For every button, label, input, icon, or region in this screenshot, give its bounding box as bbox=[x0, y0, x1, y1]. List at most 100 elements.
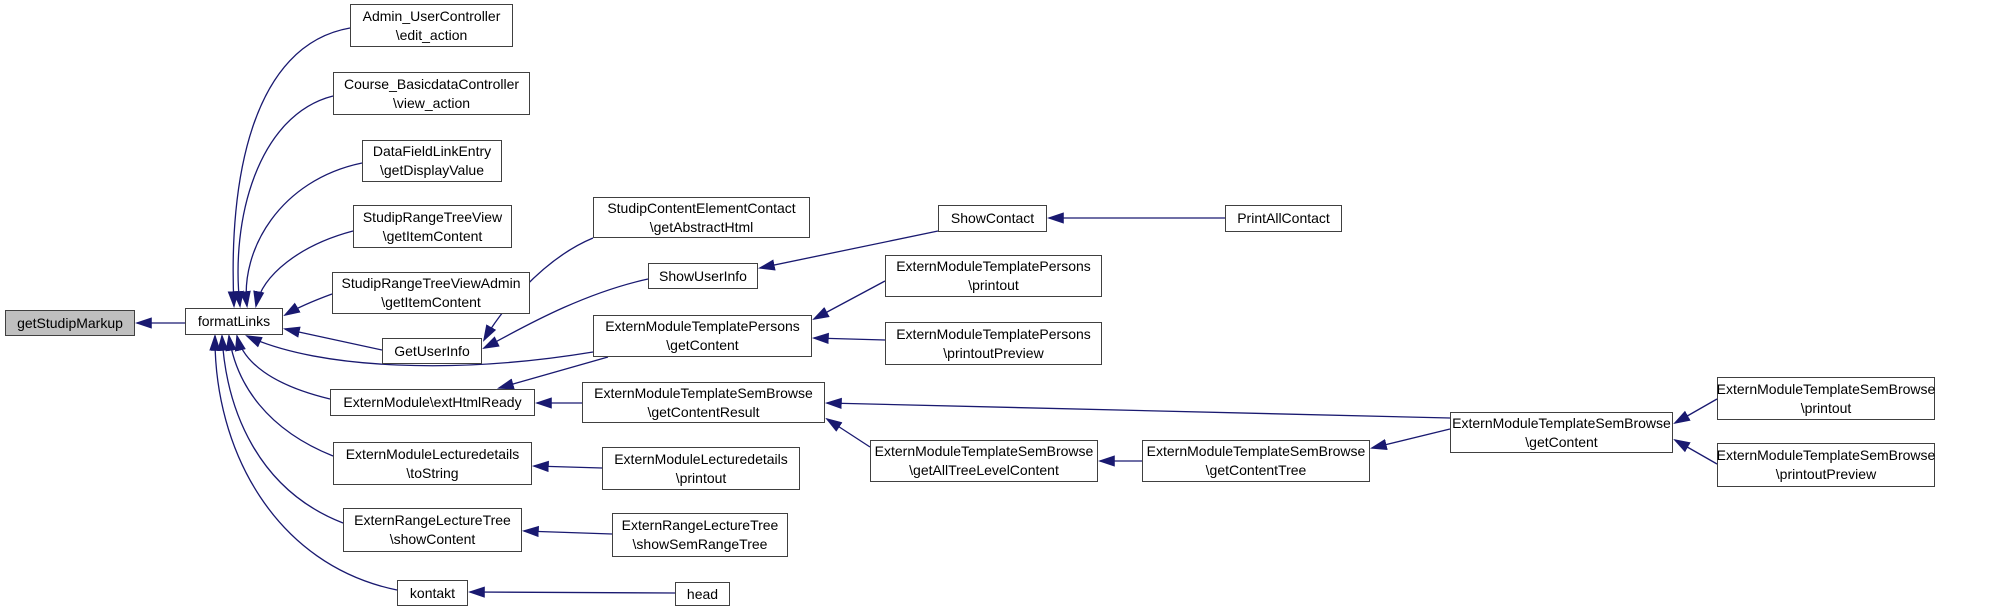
graph-node-rangetree-getitemcontent[interactable]: StudipRangeTreeView \getItemContent bbox=[353, 205, 512, 248]
graph-node-course-view[interactable]: Course_BasicdataController \view_action bbox=[333, 72, 530, 115]
edge-lecture-tostring-to-formatLinks bbox=[225, 333, 334, 457]
node-label-line: ExternModuleTemplateSemBrowse bbox=[874, 443, 1094, 459]
graph-node-lecture-printout[interactable]: ExternModuleLecturedetails\printout bbox=[602, 447, 800, 490]
node-label-line: PrintAllContact bbox=[1237, 210, 1330, 226]
edge-datafield-getdisplayvalue-to-formatLinks bbox=[239, 162, 363, 309]
edge-rangelecturetree-showsemrangetree-to-rangelecturetree-showcontent bbox=[521, 525, 613, 538]
graph-node-sembrowse-getcontenttree[interactable]: ExternModuleTemplateSemBrowse \getContent… bbox=[1142, 440, 1370, 482]
graph-node-contactelement-getabstracthtml[interactable]: StudipContentElementContact \getAbstractH… bbox=[593, 197, 810, 238]
graph-node-sembrowse-getcontent[interactable]: ExternModuleTemplateSemBrowse \getContent bbox=[1450, 412, 1673, 453]
graph-node-persons-getcontent[interactable]: ExternModuleTemplatePersons \getContent bbox=[593, 315, 812, 357]
node-label-line: \getContent bbox=[666, 337, 739, 353]
graph-node-getuserinfo[interactable]: GetUserInfo bbox=[382, 338, 482, 364]
node-label-line: \printout bbox=[968, 277, 1019, 293]
edge-showcontact-to-showuserinfo bbox=[757, 230, 939, 271]
node-label-line: GetUserInfo bbox=[394, 342, 470, 359]
node-label-line: \view_action bbox=[392, 94, 471, 111]
node-label-line: ExternModuleLecturedetails bbox=[614, 450, 788, 467]
edge-sembrowse-getalltreelevelcontent-to-sembrowse-getcontentresult bbox=[825, 417, 871, 448]
node-label-line: ExternModuleTemplateSemBrowse bbox=[1146, 443, 1366, 459]
node-label-line: \printoutPreview bbox=[1775, 466, 1877, 482]
node-label-line: \getContentTree bbox=[1205, 462, 1307, 478]
node-label-line: ExternModuleTemplateSemBrowse bbox=[1716, 380, 1936, 397]
node-label-line: kontakt bbox=[409, 584, 456, 601]
node-label-line: \printout bbox=[1800, 399, 1852, 416]
node-label-line: \getDisplayValue bbox=[379, 162, 485, 178]
node-label-line: ShowContact bbox=[950, 210, 1035, 226]
edge-lecture-printout-to-lecture-tostring bbox=[531, 460, 603, 473]
graph-node-lecture-tostring[interactable]: ExternModuleLecturedetails \toString bbox=[333, 442, 532, 485]
node-label-line: ExternRangeLectureTree bbox=[621, 517, 779, 533]
graph-node-persons-printoutpreview[interactable]: ExternModuleTemplatePersons \printoutPrev… bbox=[885, 322, 1102, 365]
edge-course-view-to-formatLinks bbox=[232, 95, 334, 309]
edge-rangetreeadmin-getitemcontent-to-formatLinks bbox=[283, 293, 333, 317]
graph-node-admin-edit[interactable]: Admin_UserController \edit_action bbox=[350, 4, 513, 47]
graph-node-datafield-getdisplayvalue[interactable]: DataFieldLinkEntry \getDisplayValue bbox=[362, 140, 502, 182]
node-label-line: StudipContentElementContact bbox=[607, 199, 796, 216]
edge-persons-printoutpreview-to-persons-getcontent bbox=[811, 332, 886, 345]
graph-node-printallcontact[interactable]: PrintAllContact bbox=[1225, 205, 1342, 232]
node-label-line: \showSemRangeTree bbox=[632, 536, 768, 552]
node-label-line: \showContent bbox=[389, 531, 476, 547]
graph-node-sembrowse-getcontentresult[interactable]: ExternModuleTemplateSemBrowse \getContent… bbox=[582, 382, 825, 423]
graph-node-formatLinks[interactable]: formatLinks bbox=[185, 308, 283, 335]
node-label-line: \getItemContent bbox=[382, 227, 483, 244]
edge-rangelecturetree-showcontent-to-formatLinks bbox=[217, 333, 344, 524]
node-label-line: ExternModuleLecturedetails bbox=[345, 445, 520, 462]
edge-kontakt-to-formatLinks bbox=[209, 333, 398, 591]
graph-node-rangelecturetree-showsemrangetree[interactable]: ExternRangeLectureTree \showSemRangeTree bbox=[612, 513, 788, 557]
graph-node-showcontact[interactable]: ShowContact bbox=[938, 205, 1047, 232]
graph-node-showuserinfo[interactable]: ShowUserInfo bbox=[648, 263, 758, 289]
edge-externmodule-exthtmlready-to-formatLinks bbox=[234, 333, 331, 400]
node-label-line: ShowUserInfo bbox=[659, 267, 747, 284]
edge-admin-edit-to-formatLinks bbox=[227, 27, 351, 309]
graph-node-sembrowse-printoutpreview[interactable]: ExternModuleTemplateSemBrowse \printoutPr… bbox=[1717, 443, 1935, 487]
edge-persons-getcontent-to-formatLinks bbox=[245, 335, 594, 367]
graph-node-persons-printout[interactable]: ExternModuleTemplatePersons \printout bbox=[885, 255, 1102, 297]
node-label-line: ExternModule\extHtmlReady bbox=[343, 394, 522, 410]
graph-node-getStudipMarkup: getStudipMarkup bbox=[5, 310, 135, 336]
graph-node-sembrowse-getalltreelevelcontent[interactable]: ExternModuleTemplateSemBrowse \getAllTree… bbox=[870, 440, 1098, 482]
edge-sembrowse-printout-to-sembrowse-getcontent bbox=[1673, 398, 1718, 425]
node-label-line: Course_BasicdataController bbox=[343, 75, 520, 92]
edge-sembrowse-getcontent-to-sembrowse-getcontenttree bbox=[1369, 428, 1451, 450]
node-label-line: ExternRangeLectureTree bbox=[354, 512, 511, 528]
edge-persons-printout-to-persons-getcontent bbox=[812, 280, 886, 320]
graph-node-rangelecturetree-showcontent[interactable]: ExternRangeLectureTree \showContent bbox=[343, 508, 522, 552]
node-label-line: Admin_UserController bbox=[362, 7, 501, 24]
node-label-line: getStudipMarkup bbox=[17, 314, 123, 331]
graph-node-kontakt[interactable]: kontakt bbox=[397, 580, 468, 606]
node-label-line: \getContentResult bbox=[647, 403, 760, 420]
graph-node-head[interactable]: head bbox=[675, 582, 730, 606]
node-label-line: ExternModuleTemplateSemBrowse bbox=[1716, 447, 1936, 463]
node-label-line: ExternModuleTemplatePersons bbox=[896, 258, 1091, 274]
node-label-line: \getItemContent bbox=[381, 294, 481, 310]
node-label-line: head bbox=[686, 585, 719, 602]
node-label-line: \getAbstractHtml bbox=[649, 218, 754, 235]
edge-rangetree-getitemcontent-to-formatLinks bbox=[253, 230, 354, 309]
edge-head-to-kontakt bbox=[467, 586, 676, 598]
node-label-line: ExternModuleTemplateSemBrowse bbox=[1452, 414, 1671, 431]
node-label-line: \edit_action bbox=[395, 26, 468, 43]
node-label-line: \toString bbox=[406, 464, 459, 481]
edge-getuserinfo-to-formatLinks bbox=[282, 326, 383, 351]
node-label-line: \getContent bbox=[1525, 433, 1598, 450]
node-label-line: ExternModuleTemplatePersons bbox=[896, 325, 1091, 342]
edge-persons-getcontent-to-externmodule-exthtmlready bbox=[496, 356, 609, 390]
graph-node-externmodule-exthtmlready[interactable]: ExternModule\extHtmlReady bbox=[330, 389, 535, 416]
node-label-line: \getAllTreeLevelContent bbox=[909, 462, 1059, 478]
edge-sembrowse-getcontent-to-sembrowse-getcontentresult bbox=[824, 397, 1451, 419]
node-label-line: formatLinks bbox=[197, 313, 271, 329]
edge-sembrowse-printoutpreview-to-sembrowse-getcontent bbox=[1673, 438, 1718, 465]
edge-showuserinfo-to-getuserinfo bbox=[482, 278, 649, 349]
node-label-line: ExternModuleTemplateSemBrowse bbox=[594, 384, 813, 401]
node-label-line: DataFieldLinkEntry bbox=[372, 143, 492, 159]
graph-node-rangetreeadmin-getitemcontent[interactable]: StudipRangeTreeViewAdmin \getItemContent bbox=[332, 272, 530, 314]
node-label-line: \printoutPreview bbox=[943, 344, 1044, 361]
node-label-line: StudipRangeTreeViewAdmin bbox=[341, 275, 521, 291]
graph-node-sembrowse-printout[interactable]: ExternModuleTemplateSemBrowse \printout bbox=[1717, 377, 1935, 420]
node-label-line: StudipRangeTreeView bbox=[362, 208, 503, 225]
node-label-line: ExternModuleTemplatePersons bbox=[605, 318, 800, 334]
